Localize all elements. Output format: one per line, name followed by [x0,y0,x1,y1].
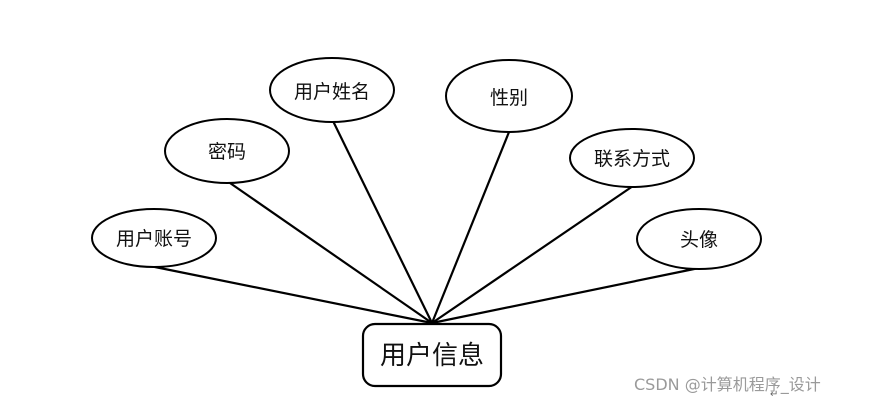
connector-password [229,182,433,324]
entity-user-info-shape [361,322,503,388]
attribute-gender-shape [445,59,573,133]
watermark-text: CSDN @计算机程序_设计 [634,375,821,394]
connector-lines [149,120,700,325]
attribute-username-label: 用户姓名 [294,81,370,103]
attribute-account-label: 用户账号 [116,228,192,250]
attribute-avatar: 头像 [636,208,762,270]
attribute-gender-label: 性别 [490,87,528,109]
connector-avatar [431,266,700,325]
attribute-password-shape [164,118,290,184]
attribute-account-shape [91,208,217,268]
attribute-avatar-shape [636,208,762,270]
attribute-account: 用户账号 [91,208,217,268]
attribute-contact-shape [569,128,695,188]
attribute-gender: 性别 [445,59,573,133]
entity-user-info-label: 用户信息 [380,341,484,371]
connector-account [149,264,433,325]
attribute-username-shape [269,57,395,123]
connector-username [332,120,433,324]
attribute-avatar-label: 头像 [680,229,718,251]
entity-user-info: 用户信息 [361,322,503,388]
attribute-username: 用户姓名 [269,57,395,123]
connector-contact [431,185,634,324]
attribute-password-label: 密码 [208,141,246,163]
connector-gender [430,131,511,324]
attribute-contact: 联系方式 [569,128,695,188]
attribute-password: 密码 [164,118,290,184]
attribute-contact-label: 联系方式 [594,148,670,170]
text-cursor-mark: ↵ [770,389,779,400]
